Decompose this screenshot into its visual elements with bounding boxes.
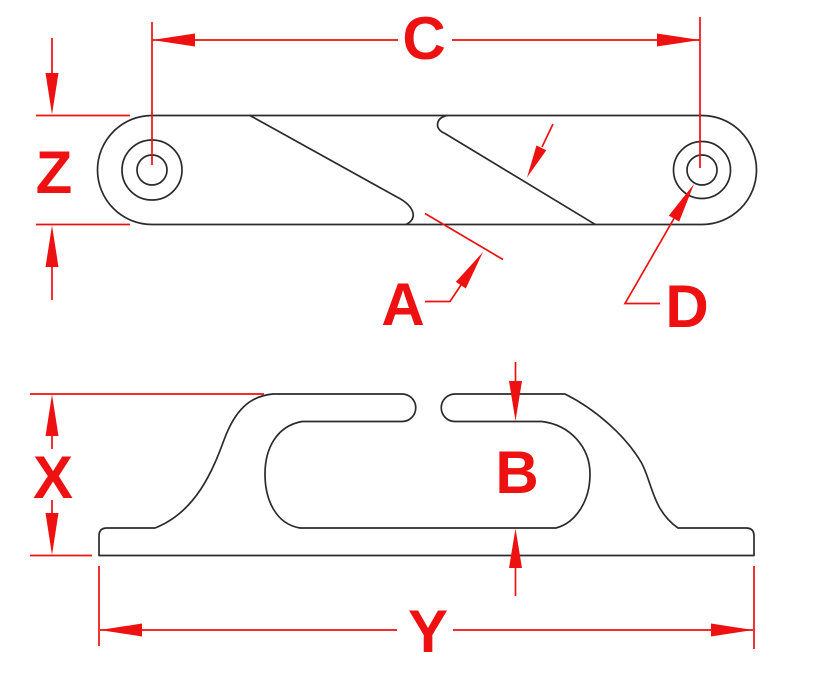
dim-b-arrowhead-bottom: [509, 528, 522, 568]
slot-edge-right: [436, 114, 596, 226]
dim-z-arrowhead-bottom: [45, 225, 59, 267]
dimension-d: D: [623, 184, 709, 340]
side-view: [98, 393, 755, 557]
dim-x-label: X: [33, 444, 73, 511]
dimension-y: Y: [98, 566, 755, 665]
side-view-outline: [98, 393, 755, 557]
dim-c-arrowhead-left: [152, 33, 195, 47]
dim-a-arrowhead: [455, 252, 483, 289]
dim-x-arrowhead-top: [45, 394, 59, 436]
dimension-x: X: [30, 393, 264, 557]
slot-edge-left: [249, 114, 415, 226]
right-hole: [686, 154, 718, 186]
top-view-outline: [96, 114, 758, 226]
dimension-z: Z: [36, 38, 130, 300]
dimension-a: A: [381, 123, 554, 338]
dim-d-leader: [623, 214, 677, 305]
dim-z-label: Z: [36, 139, 73, 206]
dim-d-arrowhead: [668, 184, 694, 222]
dimension-b: B: [495, 362, 539, 596]
dim-x-arrowhead-bottom: [45, 513, 59, 555]
dim-a-extension-line: [424, 212, 504, 261]
dim-d-label: D: [665, 273, 708, 340]
dim-c-arrowhead-right: [657, 33, 700, 47]
dimension-c: C: [151, 5, 701, 168]
dim-a-upper-arrow-line: [541, 123, 554, 148]
dim-c-label: C: [402, 5, 445, 72]
dim-y-arrowhead-right: [711, 623, 753, 637]
dim-a-leader: [425, 284, 462, 303]
dim-a-upper-arrowhead: [527, 145, 547, 178]
dim-b-arrowhead-top: [509, 381, 522, 421]
top-view: [96, 114, 758, 226]
dim-b-label: B: [495, 439, 538, 506]
dim-z-arrowhead-top: [45, 73, 59, 115]
dim-a-label: A: [381, 271, 424, 338]
right-hole-countersink: [672, 140, 732, 200]
dim-y-arrowhead-left: [100, 623, 142, 637]
dim-y-label: Y: [408, 598, 448, 665]
